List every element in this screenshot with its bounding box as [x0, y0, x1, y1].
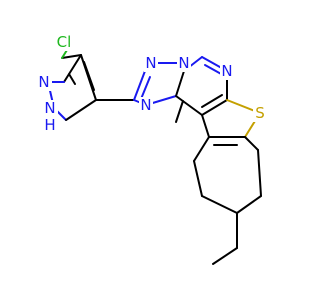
bond-c9a-c10: [175, 100, 184, 123]
bond-c3-c4: [65, 99, 97, 121]
bond-c2-n3: [133, 70, 146, 101]
bond-c10a-c10b: [201, 114, 210, 138]
bond-n4-c9a: [175, 70, 185, 97]
bond-c4-c5-double: [68, 73, 76, 85]
atom-n-triazole-right-label: N: [178, 54, 189, 72]
molecule-canvas: Cl N N H N N N N S: [38, 33, 267, 265]
atom-n-triazole-top-label: N: [145, 54, 156, 72]
cyclohexane-ring-bonds: [193, 136, 262, 214]
atom-n-pyrimidine-label: N: [221, 62, 232, 80]
bond-c10b-c9a: [175, 95, 203, 116]
atom-labels: Cl N N H N N N N S: [38, 33, 267, 134]
bond-ethyl-ch3: [212, 247, 238, 265]
bond-c-cl: [61, 54, 82, 59]
bond-c2-n3-double: [140, 76, 151, 100]
molecule-structure: Cl N N H N N N N S: [38, 33, 267, 265]
bond-c4-c5: [63, 54, 82, 83]
bond-c4-ring-double: [83, 61, 95, 91]
bond-c15-c7a: [244, 136, 259, 151]
atom-n-pyrazole-top-label: N: [38, 73, 49, 91]
atom-s-thiophene-label: S: [255, 104, 265, 122]
ethyl-group-bonds: [212, 212, 238, 265]
atom-h-pyrazole-label: H: [44, 116, 55, 134]
bond-c6a-c10b-double: [201, 94, 223, 108]
bond-c13-c14: [236, 195, 262, 214]
bond-c10a-c11: [193, 136, 210, 162]
bond-c14-c15: [257, 149, 262, 197]
atom-cl-label: Cl: [57, 33, 72, 51]
thiophene-ring-bonds: [201, 99, 261, 146]
bond-c11-c12: [193, 160, 203, 197]
atom-n-pyrazole-nh-label: N: [44, 99, 55, 117]
bond-c12-c13: [201, 195, 238, 214]
bond-c6a-c10b: [201, 99, 228, 116]
atom-n-triazole-bottom-label: N: [140, 96, 151, 114]
